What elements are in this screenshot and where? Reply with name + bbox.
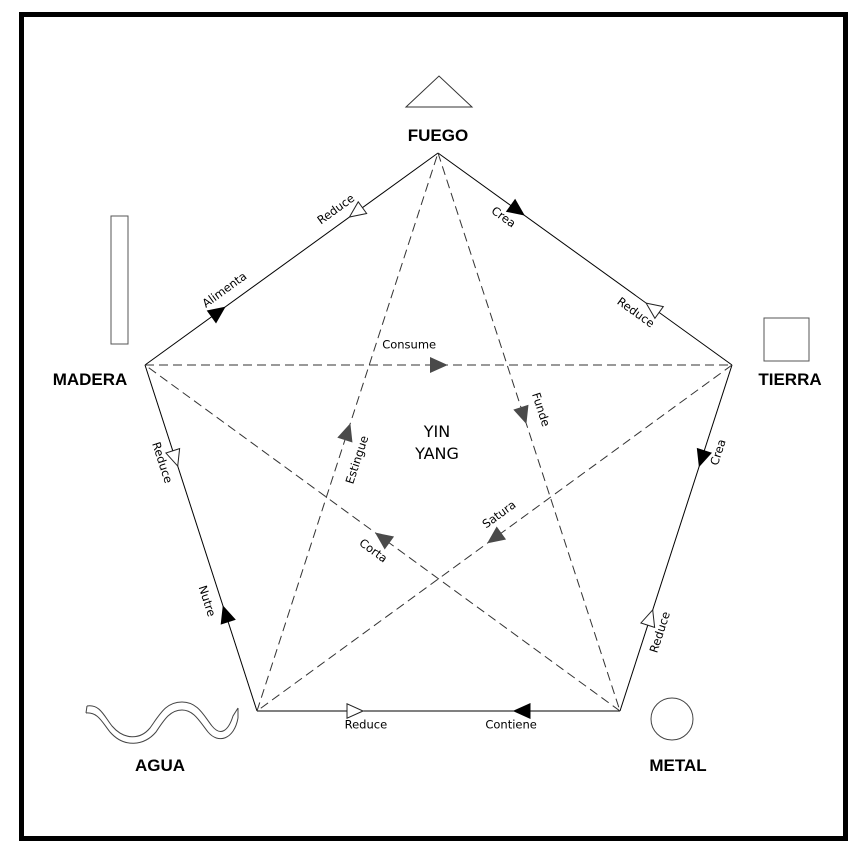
element-label-madera: MADERA xyxy=(53,370,128,389)
generation-label-madera-fuego: Alimenta xyxy=(199,269,249,310)
generation-label-metal-agua: Contiene xyxy=(485,718,537,732)
diagram-frame xyxy=(19,12,848,841)
generation-label-tierra-metal: Crea xyxy=(707,437,729,467)
generation-arrow-fuego-tierra xyxy=(505,198,525,216)
control-arrow-fuego-metal xyxy=(513,404,529,425)
generation-edge-agua-madera xyxy=(144,364,258,712)
earth-square-icon xyxy=(763,317,810,362)
element-label-fuego: FUEGO xyxy=(408,126,468,145)
generation-arrow-tierra-metal xyxy=(696,447,712,468)
generation-arrow-metal-agua xyxy=(512,703,531,719)
center-label-yin: YIN xyxy=(423,422,450,441)
metal-circle-icon xyxy=(650,697,694,741)
control-arrow-agua-fuego xyxy=(337,423,353,443)
reduce-arrow-agua-metal xyxy=(346,703,365,719)
control-label-madera-tierra: Consume xyxy=(382,338,436,352)
generation-edge-madera-fuego xyxy=(144,152,439,366)
reduce-arrow-metal-tierra xyxy=(640,608,656,629)
control-label-agua-fuego: Estingue xyxy=(343,434,372,486)
control-label-tierra-agua: Satura xyxy=(480,497,519,531)
fire-triangle-icon xyxy=(404,75,474,108)
center-label-yang: YANG xyxy=(414,444,459,463)
wood-rectangle-icon xyxy=(110,215,129,345)
generation-arrow-madera-fuego xyxy=(206,306,226,324)
control-edge-fuego-metal xyxy=(437,152,621,712)
generation-label-agua-madera: Nutre xyxy=(196,584,219,619)
reduce-arrow-fuego-madera xyxy=(348,200,368,218)
control-label-fuego-metal: Funde xyxy=(529,391,553,429)
control-arrow-metal-madera xyxy=(375,532,395,550)
element-label-metal: METAL xyxy=(649,756,706,775)
reduce-label-fuego-madera: Reduce xyxy=(314,191,357,227)
reduce-arrow-madera-agua xyxy=(165,447,181,468)
element-label-tierra: TIERRA xyxy=(758,370,821,389)
reduce-arrow-tierra-fuego xyxy=(645,302,665,320)
control-arrow-madera-tierra xyxy=(430,357,448,373)
generation-edge-tierra-metal xyxy=(619,364,733,712)
generation-edge-fuego-tierra xyxy=(437,152,733,366)
reduce-label-tierra-fuego: Reduce xyxy=(615,294,658,330)
reduce-label-agua-metal: Reduce xyxy=(345,718,388,732)
generation-arrow-agua-madera xyxy=(220,605,236,625)
water-wave-icon xyxy=(85,701,239,744)
element-label-agua: AGUA xyxy=(135,756,185,775)
control-arrow-tierra-agua xyxy=(487,526,507,544)
